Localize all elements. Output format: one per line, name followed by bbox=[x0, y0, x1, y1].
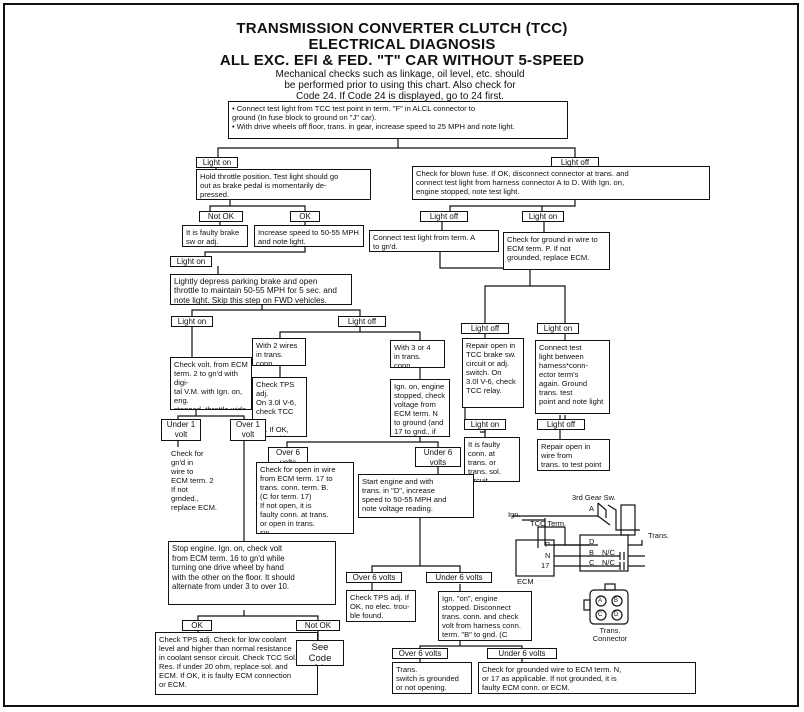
result-trans-switch-grounded: Trans. switch is grounded or not opening… bbox=[392, 662, 472, 694]
wiring-pin-p: P bbox=[545, 540, 551, 549]
label-over-6-volts-2: Over 6 volts bbox=[346, 572, 402, 583]
step-stop-engine: Stop engine. Ign. on, check volt from EC… bbox=[168, 541, 336, 605]
wiring-nc-2: N/C bbox=[602, 558, 615, 567]
result-ground-ecm-p: Check for ground in wire to ECM term. P.… bbox=[503, 232, 610, 270]
step-start-engine: Start engine and with trans. in "D", inc… bbox=[358, 474, 474, 518]
step-repair-open-brake-switch: Repair open in TCC brake sw. circuit or … bbox=[462, 338, 524, 408]
chart-applicability: ALL EXC. EFI & FED. "T" CAR WITHOUT 5-SP… bbox=[219, 52, 585, 69]
intro-text: Mechanical checks such as linkage, oil l… bbox=[275, 69, 525, 102]
step-ign-on-check-voltage: Ign. on, engine stopped, check voltage f… bbox=[390, 379, 450, 437]
label-light-on-5: Light on bbox=[537, 323, 579, 334]
label-light-on-4: Light on bbox=[171, 316, 213, 327]
condition-two-wires: With 2 wires in trans. conn. bbox=[252, 338, 306, 366]
label-under-1-volt: Under 1 volt bbox=[161, 419, 201, 441]
step-check-blown-fuse: Check for blown fuse. If OK, disconnect … bbox=[412, 166, 710, 200]
label-not-ok-2: Not OK bbox=[296, 620, 340, 631]
result-check-gnd-ecm-term-2: Check for gn'd in wire to ECM term. 2 If… bbox=[168, 447, 228, 519]
wiring-pin-c: C bbox=[589, 558, 595, 567]
wiring-pin-d: D bbox=[589, 537, 595, 546]
result-check-grounded-wire: Check for grounded wire to ECM term. N, … bbox=[478, 662, 696, 694]
step-connect-test-light-harness: Connect test light between harness*conn-… bbox=[535, 340, 610, 414]
label-light-on-3: Light on bbox=[170, 256, 212, 267]
label-light-off-3: Light off bbox=[338, 316, 386, 327]
step-check-open-wire-17: Check for open in wire from ECM term. 17… bbox=[256, 462, 354, 534]
label-under-6-volts-3: Under 6 volts bbox=[487, 648, 557, 659]
connector-pin-a: A bbox=[598, 598, 603, 604]
connector-pin-b: B bbox=[614, 598, 619, 604]
result-check-tps-coolant: Check TPS adj. Check for low coolant lev… bbox=[155, 632, 318, 695]
result-see-code-24: See Code 24. bbox=[296, 640, 344, 666]
wiring-pin-n: N bbox=[545, 551, 551, 560]
label-light-on-2: Light on bbox=[522, 211, 564, 222]
label-ok-2: OK bbox=[182, 620, 212, 631]
label-light-off-5: Light off bbox=[537, 419, 585, 430]
wiring-trans-connector-label: Trans. Connector bbox=[592, 626, 628, 643]
step-hold-throttle: Hold throttle position. Test light shoul… bbox=[196, 169, 371, 200]
label-over-6-volts-3: Over 6 volts bbox=[392, 648, 448, 659]
condition-three-four-wires: With 3 or 4 in trans. conn. bbox=[390, 340, 445, 368]
result-faulty-brake-switch: It is faulty brake sw or adj. bbox=[182, 225, 248, 247]
wiring-pin-17: 17 bbox=[541, 561, 550, 570]
label-light-on-6: Light on bbox=[464, 419, 506, 430]
chart-subtitle: ELECTRICAL DIAGNOSIS bbox=[308, 36, 496, 53]
wiring-ign-label: Ign. bbox=[508, 510, 521, 519]
label-not-ok-1: Not OK bbox=[199, 211, 243, 222]
chart-frame bbox=[3, 3, 799, 707]
label-over-1-volt: Over 1 volt bbox=[230, 419, 266, 441]
step-parking-brake: Lightly depress parking brake and open t… bbox=[170, 274, 352, 305]
step-repair-open-wire: Repair open in wire from trans. to test … bbox=[537, 439, 610, 471]
chart-title: TRANSMISSION CONVERTER CLUTCH (TCC) bbox=[236, 20, 568, 37]
label-under-6-volts-1: Under 6 volts bbox=[415, 447, 461, 467]
step-check-volt-ecm-term-2: Check volt. from ECM term. 2 to gn'd wit… bbox=[170, 357, 252, 410]
label-under-6-volts-2: Under 6 volts bbox=[426, 572, 492, 583]
wiring-tcc-term-label: TCC Term. bbox=[530, 519, 567, 528]
label-light-on-1: Light on bbox=[196, 157, 238, 168]
wiring-ecm-label: ECM bbox=[517, 577, 534, 586]
connector-pin-c: C bbox=[598, 612, 603, 618]
wiring-pin-b: B bbox=[589, 548, 595, 557]
label-light-off-4: Light off bbox=[461, 323, 509, 334]
label-ok-1: OK bbox=[290, 211, 320, 222]
connector-pin-d: D bbox=[614, 612, 619, 618]
step-ign-on-disconnect: Ign. "on", engine stopped. Disconnect tr… bbox=[438, 591, 532, 641]
wiring-trans-label: Trans. bbox=[648, 531, 669, 540]
step-increase-speed: Increase speed to 50-55 MPH and note lig… bbox=[254, 225, 364, 247]
wiring-nc-1: N/C bbox=[602, 548, 615, 557]
wiring-gear-switch-label: 3rd Gear Sw. bbox=[572, 493, 616, 502]
result-check-tps-no-elec: Check TPS adj. If OK, no elec. trou- ble… bbox=[346, 590, 416, 622]
step-connect-test-light: • Connect test light from TCC test point… bbox=[228, 101, 568, 139]
step-connect-term-a: Connect test light from term. A to gn'd. bbox=[369, 230, 499, 252]
label-light-off-2: Light off bbox=[420, 211, 468, 222]
wiring-pin-a: A bbox=[589, 504, 595, 513]
